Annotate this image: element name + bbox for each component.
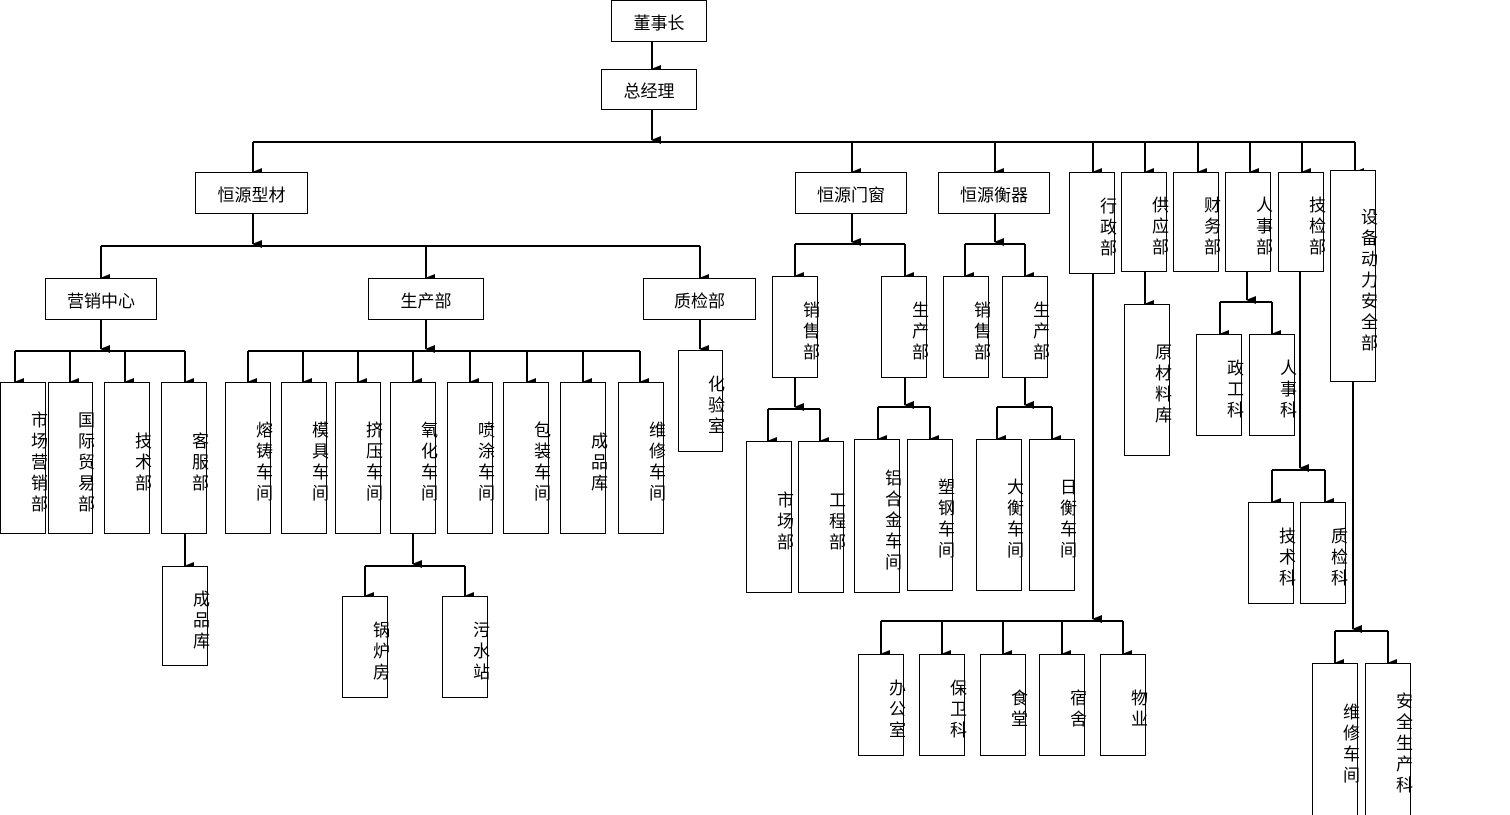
windows-company-box: 恒源门窗 xyxy=(795,172,907,214)
plastic-steel-workshop-box: 塑钢车间 xyxy=(907,439,954,591)
supply-dept-box: 供应部 xyxy=(1121,172,1168,272)
aluminum-workshop-box: 铝合金车间 xyxy=(854,439,901,593)
scales-company-box: 恒源衡器 xyxy=(938,172,1050,214)
finished-store-box-b: 成品库 xyxy=(560,382,607,534)
spraying-workshop-box: 喷涂车间 xyxy=(447,382,494,534)
windows-engineering-box: 工程部 xyxy=(798,441,845,593)
packaging-workshop-box: 包装车间 xyxy=(503,382,550,534)
scales-production-box: 生产部 xyxy=(1002,276,1049,378)
general-manager-box: 总经理 xyxy=(601,69,697,110)
property-box: 物业 xyxy=(1100,654,1147,756)
tech-inspection-dept-box: 技检部 xyxy=(1278,172,1325,272)
office-box: 办公室 xyxy=(858,654,905,756)
security-section-box: 保卫科 xyxy=(919,654,966,756)
windows-production-box: 生产部 xyxy=(881,276,928,378)
safety-production-box: 安全生产科 xyxy=(1365,663,1412,815)
admin-dept-box: 行政部 xyxy=(1069,172,1116,274)
finished-store-box: 成品库 xyxy=(162,566,209,666)
maintenance-workshop-box: 维修车间 xyxy=(618,382,665,534)
finance-dept-box: 财务部 xyxy=(1173,172,1220,272)
casting-workshop-box: 熔铸车间 xyxy=(225,382,272,534)
marketing-center-box: 营销中心 xyxy=(45,278,157,320)
maintenance-workshop-box-b: 维修车间 xyxy=(1312,663,1359,815)
tech-section-box: 技术科 xyxy=(1248,502,1295,604)
scales-sales-box: 销售部 xyxy=(943,276,990,378)
customer-service-box: 客服部 xyxy=(161,382,208,534)
quality-dept-box: 质检部 xyxy=(643,278,756,320)
extrusion-workshop-box: 挤压车间 xyxy=(335,382,382,534)
personnel-section-box: 人事科 xyxy=(1249,334,1296,436)
canteen-box: 食堂 xyxy=(980,654,1027,756)
intl-trade-dept-box: 国际贸易部 xyxy=(48,382,94,534)
sewage-station-box: 污水站 xyxy=(442,596,489,698)
lab-box: 化验室 xyxy=(678,350,724,452)
profile-company-box: 恒源型材 xyxy=(195,172,308,214)
chairman-box: 董事长 xyxy=(611,0,707,42)
production-dept-box: 生产部 xyxy=(368,278,484,320)
big-scale-workshop-box: 大衡车间 xyxy=(976,439,1023,591)
raw-material-store-box: 原材料库 xyxy=(1124,304,1171,456)
daily-scale-workshop-box: 日衡车间 xyxy=(1029,439,1076,591)
windows-market-box: 市场部 xyxy=(746,441,793,593)
dormitory-box: 宿舍 xyxy=(1039,654,1086,756)
politics-section-box: 政工科 xyxy=(1196,334,1243,436)
oxidation-workshop-box: 氧化车间 xyxy=(390,382,437,534)
boiler-room-box: 锅炉房 xyxy=(342,596,389,698)
windows-sales-box: 销售部 xyxy=(772,276,819,378)
market-sales-dept-box: 市场营销部 xyxy=(0,382,47,534)
hr-dept-box: 人事部 xyxy=(1225,172,1272,272)
mold-workshop-box: 模具车间 xyxy=(281,382,328,534)
equipment-safety-dept-box: 设备动力安全部 xyxy=(1330,170,1377,382)
quality-section-box: 质检科 xyxy=(1300,502,1347,604)
tech-dept-box: 技术部 xyxy=(104,382,151,534)
